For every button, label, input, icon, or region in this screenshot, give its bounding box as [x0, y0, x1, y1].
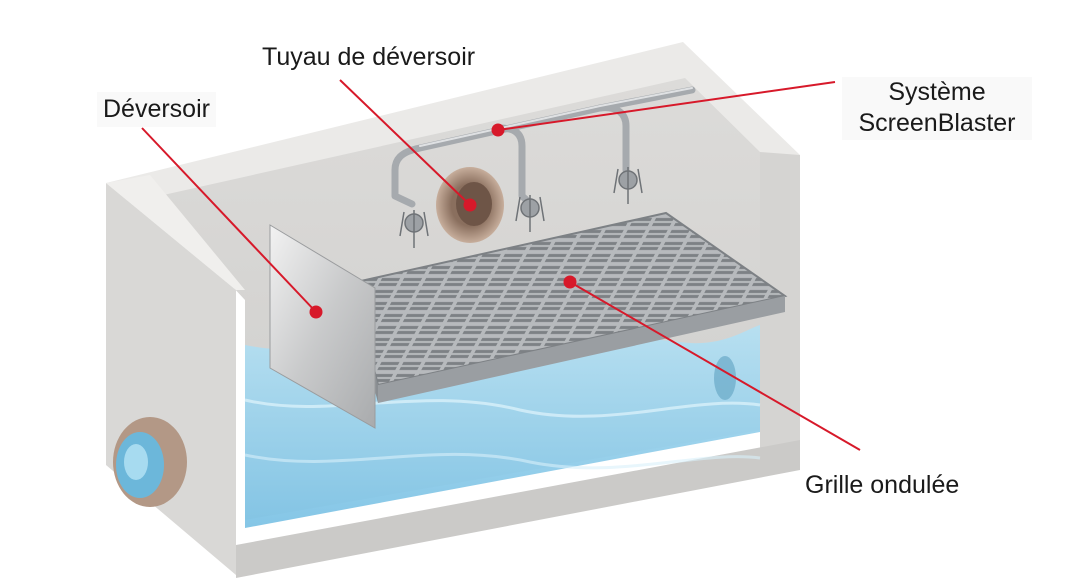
leader-line-weir — [141, 127, 317, 313]
spray-nozzle — [613, 167, 643, 204]
tank-left-top — [106, 175, 245, 290]
leader-line-grid — [569, 281, 861, 451]
leader-dot-weir — [309, 305, 323, 319]
spray-header-highlight — [419, 87, 693, 147]
leader-line-system — [497, 81, 836, 131]
label-screenblaster-system: Système ScreenBlaster — [842, 77, 1032, 140]
leader-lines — [141, 79, 861, 451]
leader-dot-system — [491, 123, 505, 137]
inlet-pipe — [113, 417, 187, 507]
label-wavy-grid: Grille ondulée — [805, 471, 960, 499]
label-weir-pipe: Tuyau de déversoir — [262, 43, 476, 71]
inlet-pipe-bore-shine — [124, 444, 148, 480]
label-weir: Déversoir — [97, 92, 216, 128]
outlet-opening — [714, 356, 736, 400]
spray-header-pipe — [391, 86, 696, 208]
water-wave — [244, 398, 761, 418]
screenblaster-system — [391, 86, 696, 208]
spray-nozzle — [515, 195, 545, 232]
leader-dots — [309, 123, 577, 319]
tank-front-slab — [236, 440, 800, 578]
label-system-line1: Système — [888, 78, 986, 106]
leader-dot-weir-pipe — [463, 198, 477, 212]
spray-nozzles — [399, 167, 643, 248]
water-wave — [244, 452, 761, 470]
weir-plate — [269, 224, 376, 429]
leader-line-weir-pipe — [339, 79, 471, 206]
leader-dot-grid — [563, 275, 577, 289]
spray-nozzle — [399, 210, 429, 248]
label-system-line2: ScreenBlaster — [858, 109, 1016, 138]
wavy-grid-front-edge — [378, 296, 785, 403]
